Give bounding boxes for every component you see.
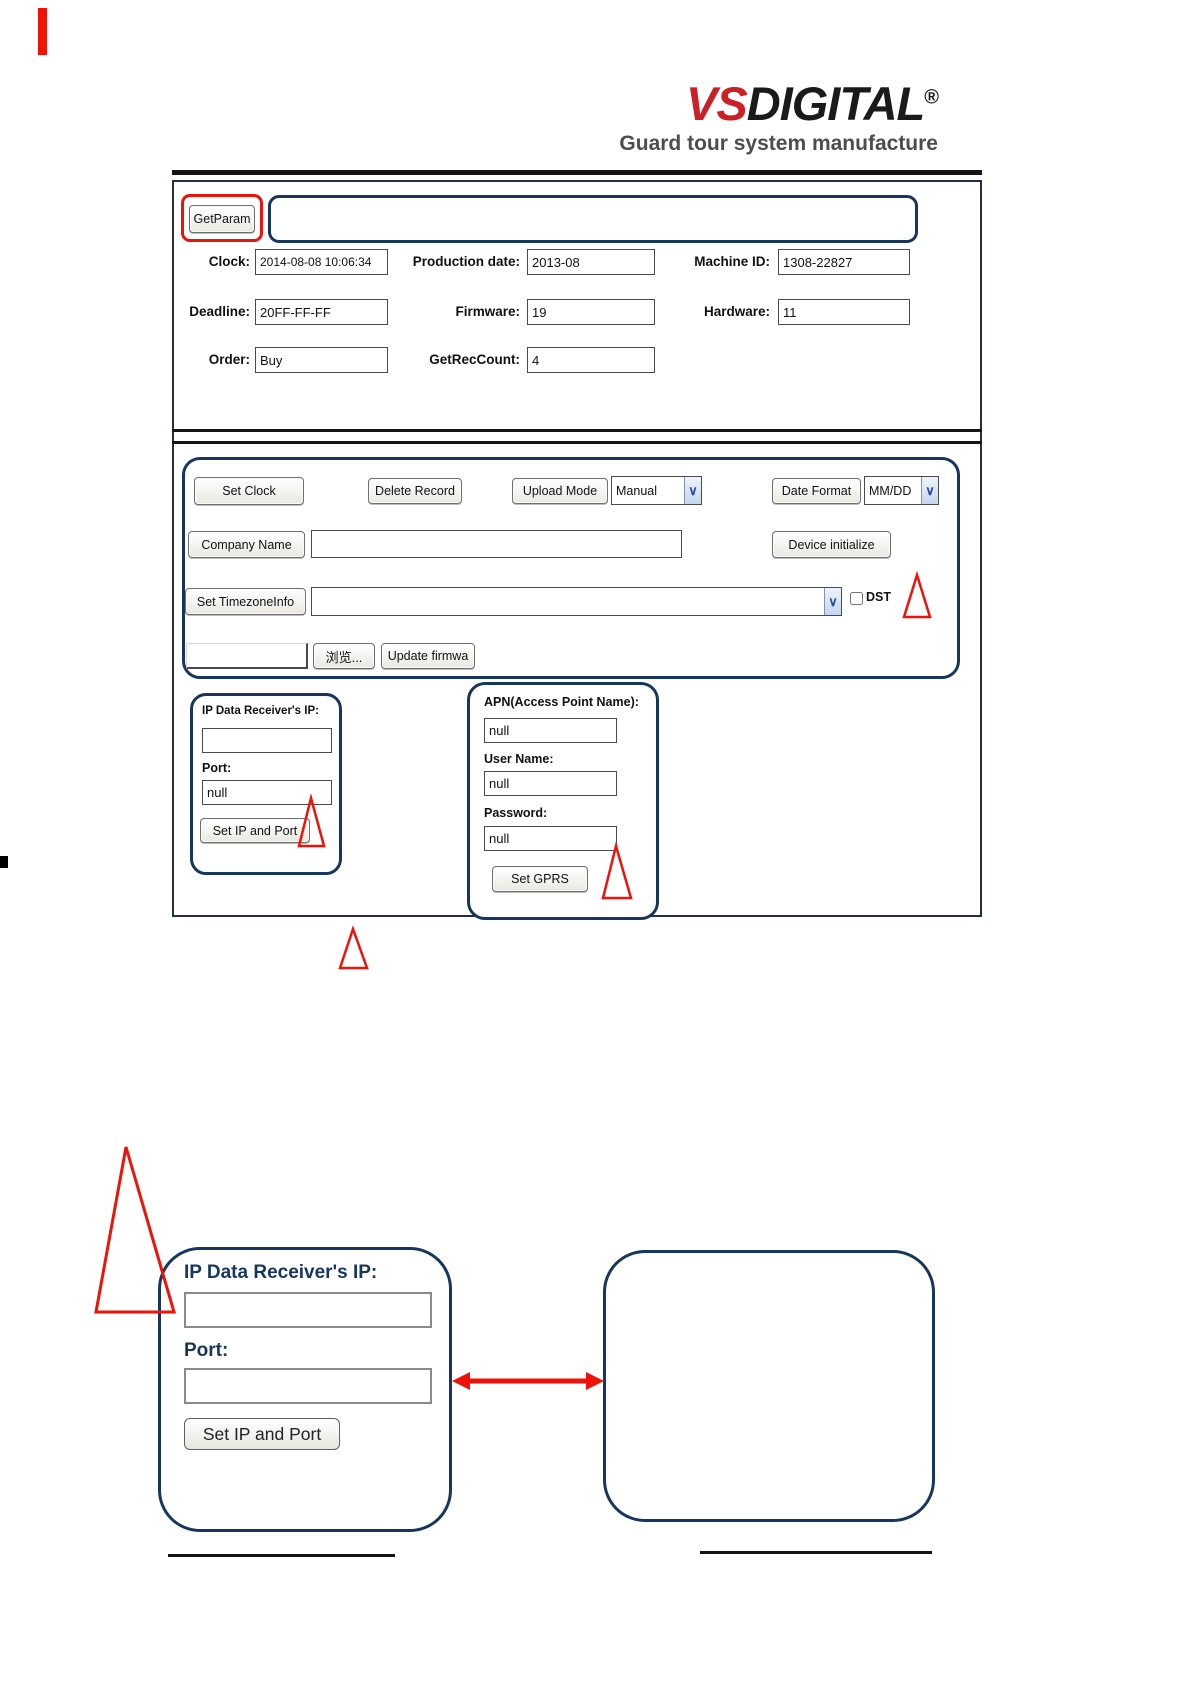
brand-vs: VS <box>686 77 748 130</box>
ip-address-field[interactable] <box>202 728 332 753</box>
set-clock-button[interactable]: Set Clock <box>194 477 304 505</box>
production-date-field[interactable] <box>527 249 655 275</box>
blank-underline-right <box>700 1551 932 1554</box>
getparam-button[interactable]: GetParam <box>189 205 255 233</box>
annotation-triangle-below-frame <box>338 925 369 970</box>
upload-mode-value: Manual <box>616 483 657 498</box>
user-name-label: User Name: <box>484 752 554 766</box>
date-format-value: MM/DD <box>869 483 912 498</box>
browse-button[interactable]: 浏览... <box>313 643 375 669</box>
firmware-path-field[interactable] <box>186 643 308 669</box>
order-field[interactable] <box>255 347 388 373</box>
timezone-select[interactable]: ∨ <box>311 587 842 616</box>
ip-panel-title: IP Data Receiver's IP: <box>202 705 319 717</box>
set-gprs-button[interactable]: Set GPRS <box>492 866 588 892</box>
section-divider-line-1 <box>172 429 982 432</box>
dst-checkbox[interactable] <box>850 592 863 605</box>
section-divider-line-2 <box>172 441 982 444</box>
port-label: Port: <box>202 761 232 775</box>
zoom-ip-panel-title: IP Data Receiver's IP: <box>184 1262 378 1283</box>
getreccount-field[interactable] <box>527 347 655 373</box>
page-corner-red-mark <box>38 8 47 55</box>
update-firmware-button[interactable]: Update firmwa <box>381 643 475 669</box>
apn-field[interactable] <box>484 718 617 743</box>
deadline-label: Deadline: <box>189 304 250 319</box>
date-format-button[interactable]: Date Format <box>772 478 861 504</box>
deadline-field[interactable] <box>255 299 388 325</box>
hardware-field[interactable] <box>778 299 910 325</box>
registered-trademark-icon: ® <box>924 86 939 109</box>
user-name-field[interactable] <box>484 771 617 796</box>
set-timezoneinfo-button[interactable]: Set TimezoneInfo <box>185 588 306 615</box>
date-format-select[interactable]: MM/DD ∨ <box>864 476 939 505</box>
clock-field[interactable] <box>255 249 388 275</box>
status-message-box <box>268 195 918 243</box>
zoom-detail-empty-panel <box>603 1250 935 1522</box>
hardware-label: Hardware: <box>703 304 770 319</box>
device-initialize-button[interactable]: Device initialize <box>772 531 891 558</box>
dst-label: DST <box>866 590 891 604</box>
brand-tagline: Guard tour system manufacture <box>619 131 938 155</box>
production-date-label: Production date: <box>412 254 520 269</box>
dropdown-arrow-icon[interactable]: ∨ <box>824 588 841 615</box>
blank-underline-left <box>168 1554 395 1557</box>
zoom-port-field[interactable] <box>184 1368 432 1404</box>
top-rule <box>172 170 982 175</box>
dropdown-arrow-icon[interactable]: ∨ <box>684 477 701 504</box>
getparam-highlight-annotation <box>181 194 263 242</box>
password-field[interactable] <box>484 826 617 851</box>
zoom-ip-address-field[interactable] <box>184 1292 432 1328</box>
upload-mode-select[interactable]: Manual ∨ <box>611 476 702 505</box>
firmware-label: Firmware: <box>455 304 520 319</box>
port-field[interactable] <box>202 780 332 805</box>
firmware-field[interactable] <box>527 299 655 325</box>
password-label: Password: <box>484 806 548 820</box>
company-name-field[interactable] <box>311 530 682 558</box>
getreccount-label: GetRecCount: <box>429 352 520 367</box>
page-edge-mark <box>0 856 8 868</box>
machine-id-label: Machine ID: <box>694 254 770 269</box>
apn-label: APN(Access Point Name): <box>484 695 639 709</box>
zoom-port-label: Port: <box>184 1340 229 1361</box>
machine-id-field[interactable] <box>778 249 910 275</box>
brand-logo-text: VSDIGITAL® <box>540 77 939 130</box>
set-ip-and-port-button[interactable]: Set IP and Port <box>200 818 310 843</box>
dropdown-arrow-icon[interactable]: ∨ <box>921 477 938 504</box>
company-name-button[interactable]: Company Name <box>188 531 305 558</box>
upload-mode-button[interactable]: Upload Mode <box>512 478 608 504</box>
brand-logo: VSDIGITAL® Guard tour system manufacture <box>540 77 939 156</box>
clock-label: Clock: <box>208 254 250 269</box>
order-label: Order: <box>208 352 250 367</box>
zoom-set-ip-and-port-button[interactable]: Set IP and Port <box>184 1418 340 1450</box>
delete-record-button[interactable]: Delete Record <box>368 478 462 504</box>
brand-digital: DIGITAL <box>746 77 925 130</box>
annotation-double-arrow <box>452 1372 604 1390</box>
